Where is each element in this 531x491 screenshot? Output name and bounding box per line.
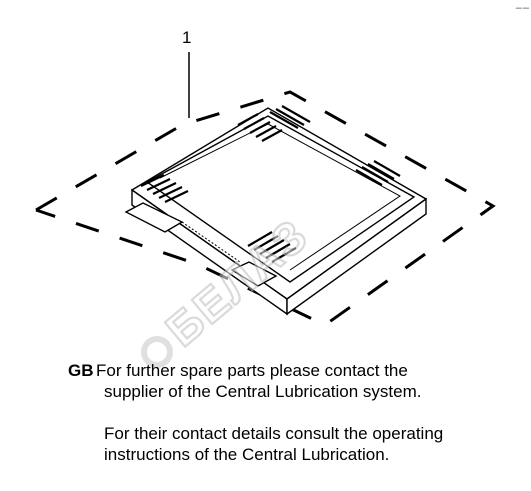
note-line-3: For their contact details consult the op… (104, 424, 444, 443)
part-callout-number: 1 (182, 28, 192, 47)
page-corner-mark: – – (515, 2, 529, 14)
kit-boundary-outline (35, 90, 496, 327)
note-line-1: For further spare parts please contact t… (96, 361, 408, 380)
note-line-2: supplier of the Central Lubrication syst… (104, 382, 422, 401)
note-line-4: instructions of the Central Lubrication. (104, 445, 390, 464)
part-1-box (124, 107, 428, 316)
box-rib-details (140, 105, 401, 263)
language-tag: GB (68, 361, 94, 380)
